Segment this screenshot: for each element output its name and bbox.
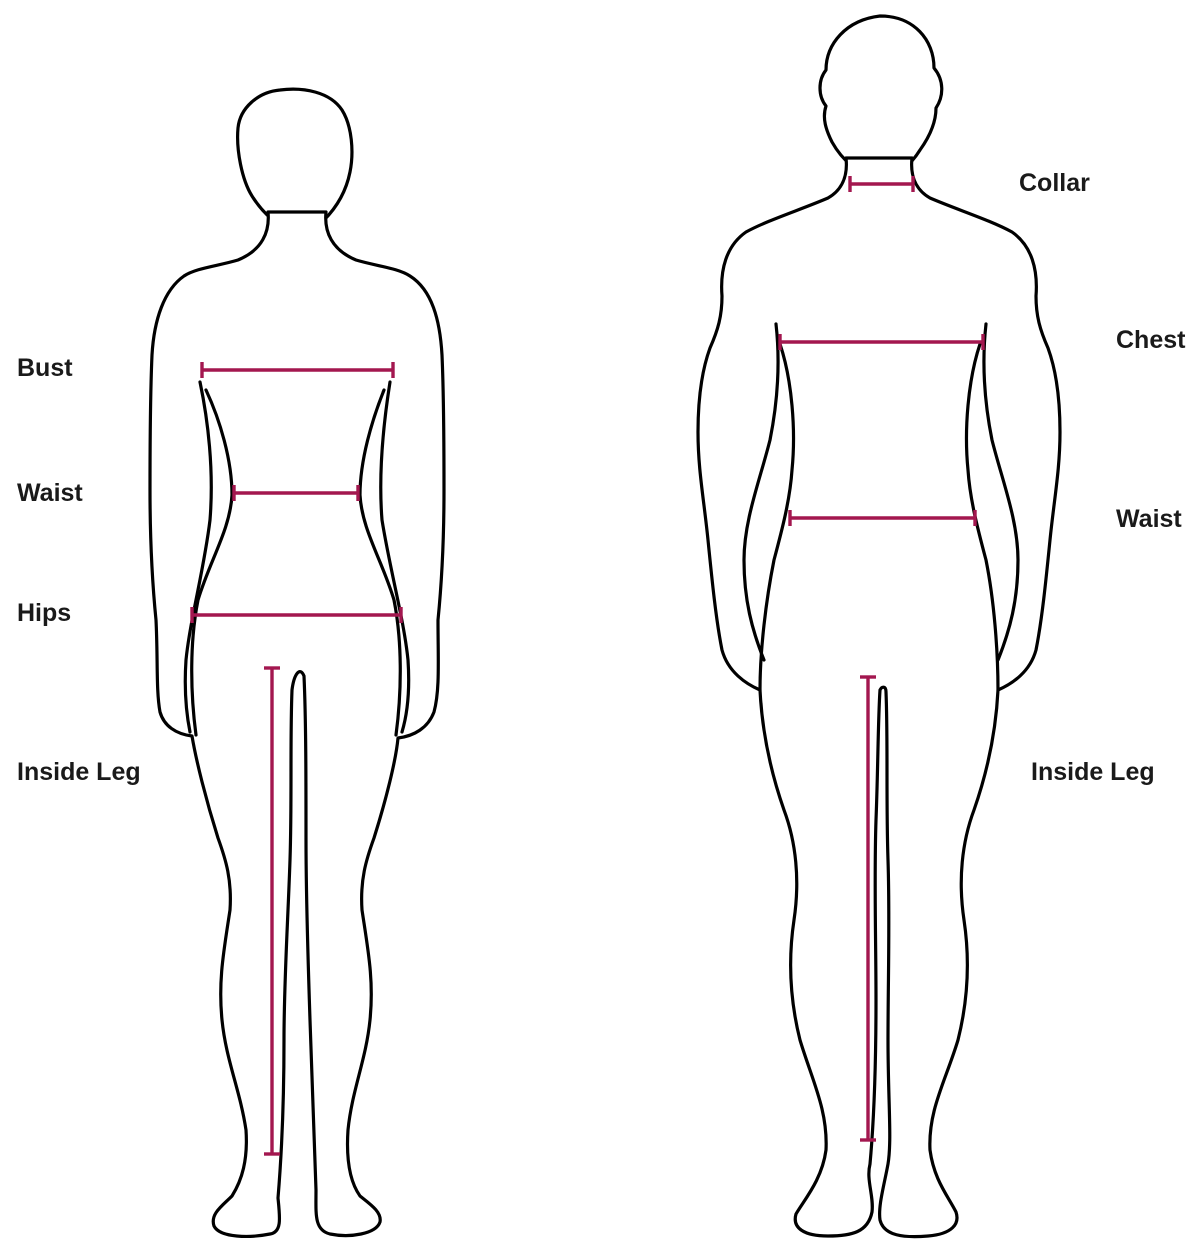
female-inside-leg-label: Inside Leg	[17, 760, 141, 785]
chest-label: Chest	[1116, 328, 1185, 353]
male-body	[698, 158, 1060, 1237]
collar-label: Collar	[1019, 171, 1090, 196]
male-inside-leg-label: Inside Leg	[1031, 760, 1155, 785]
hips-label: Hips	[17, 601, 71, 626]
female-figure	[150, 89, 444, 1236]
female-waist-label: Waist	[17, 481, 83, 506]
male-waist-label: Waist	[1116, 507, 1182, 532]
male-head	[820, 16, 942, 178]
male-figure	[698, 16, 1060, 1237]
bust-label: Bust	[17, 356, 73, 381]
